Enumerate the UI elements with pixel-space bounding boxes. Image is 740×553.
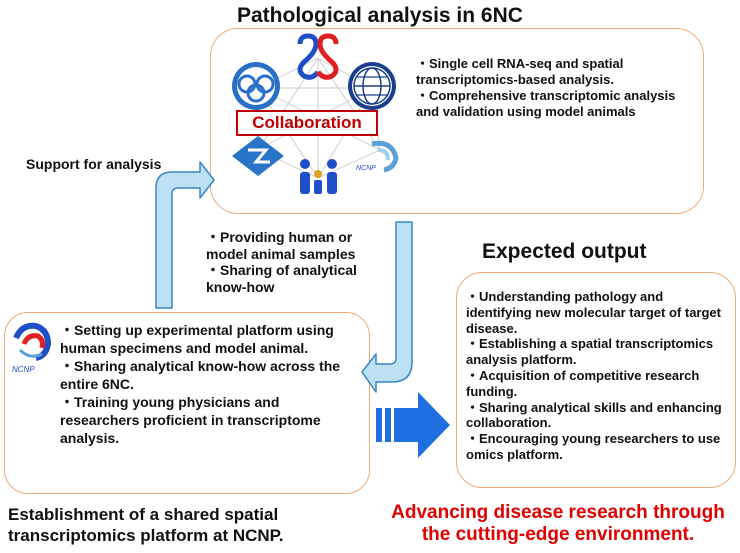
list-item: ・Acquisition of competitive research fun… bbox=[466, 367, 700, 399]
providing-arrow bbox=[361, 221, 413, 393]
title-pathological-analysis: Pathological analysis in 6NC bbox=[237, 4, 523, 27]
collaboration-label: Collaboration bbox=[236, 110, 378, 136]
list-item: ・Comprehensive transcriptomic analysis a… bbox=[416, 88, 676, 119]
list-item: ・Encouraging young researchers to use om… bbox=[466, 431, 721, 462]
expected-output-box bbox=[456, 272, 736, 488]
support-arrow bbox=[155, 161, 215, 309]
list-item: ・Understanding pathology and identifying… bbox=[466, 289, 721, 336]
list-item: ・Providing human or model animal samples bbox=[206, 229, 356, 262]
list-item: ・Sharing of analytical know-how bbox=[206, 262, 357, 295]
providing-samples-list: ・Providing human or model animal samples… bbox=[206, 229, 388, 295]
list-item: ・Sharing analytical know-how across the … bbox=[60, 358, 341, 392]
list-item: ・Setting up experimental platform using … bbox=[60, 322, 334, 356]
ncnp-logo-small-icon bbox=[371, 140, 399, 173]
bottom-left-caption: Establishment of a shared spatial transc… bbox=[8, 505, 284, 545]
expected-output-list: ・Understanding pathology and identifying… bbox=[466, 289, 728, 463]
bottom-right-caption: Advancing disease research through the c… bbox=[391, 502, 725, 545]
ncnp-platform-box bbox=[4, 312, 370, 494]
pathological-analysis-list: ・Single cell RNA-seq and spatial transcr… bbox=[416, 56, 692, 120]
list-item: ・Training young physicians and researche… bbox=[60, 394, 321, 446]
title-expected-output: Expected output bbox=[482, 240, 647, 263]
list-item: ・Sharing analytical skills and enhancing… bbox=[466, 399, 722, 431]
ncgm-logo-icon bbox=[297, 33, 339, 80]
output-arrow bbox=[376, 392, 450, 458]
ncnp-logo-large-icon bbox=[13, 322, 52, 361]
list-item: ・Establishing a spatial transcriptomics … bbox=[466, 336, 714, 368]
ncnp-platform-list: ・Setting up experimental platform using … bbox=[60, 321, 356, 447]
ncnp-logo-small-text: NCNP bbox=[356, 165, 376, 172]
people-logo-icon bbox=[300, 159, 337, 194]
ncnp-logo-large-text: NCNP bbox=[12, 365, 35, 374]
ncc-rings-logo-icon bbox=[232, 62, 280, 110]
globe-logo-icon bbox=[348, 62, 396, 110]
diamond-logo-icon bbox=[232, 136, 284, 176]
list-item: ・Single cell RNA-seq and spatial transcr… bbox=[416, 56, 624, 87]
support-for-analysis-label: Support for analysis bbox=[26, 156, 162, 172]
